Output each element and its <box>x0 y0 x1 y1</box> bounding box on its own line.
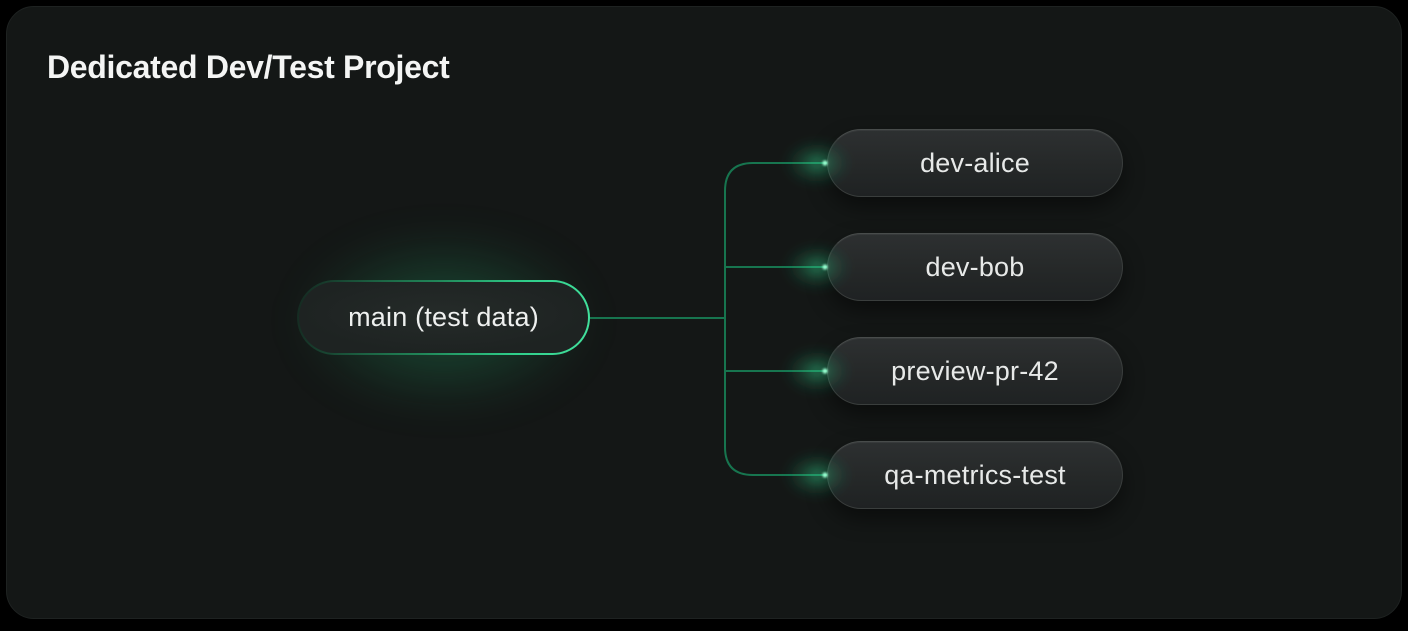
node-main-label: main (test data) <box>348 302 539 333</box>
node-dev-bob: dev-bob <box>827 233 1123 301</box>
node-qa-metrics-test-label: qa-metrics-test <box>884 460 1066 491</box>
node-dev-alice: dev-alice <box>827 129 1123 197</box>
connector-lines <box>7 7 1408 631</box>
node-dev-bob-label: dev-bob <box>926 252 1025 283</box>
edge-trunk <box>725 163 827 475</box>
node-main: main (test data) <box>297 280 590 355</box>
node-preview-pr-42-label: preview-pr-42 <box>891 356 1059 387</box>
node-preview-pr-42: preview-pr-42 <box>827 337 1123 405</box>
diagram-title: Dedicated Dev/Test Project <box>47 49 449 86</box>
node-qa-metrics-test: qa-metrics-test <box>827 441 1123 509</box>
node-main-surface: main (test data) <box>299 282 588 353</box>
node-dev-alice-label: dev-alice <box>920 148 1030 179</box>
diagram-card: Dedicated Dev/Test Project main (test da… <box>6 6 1402 619</box>
